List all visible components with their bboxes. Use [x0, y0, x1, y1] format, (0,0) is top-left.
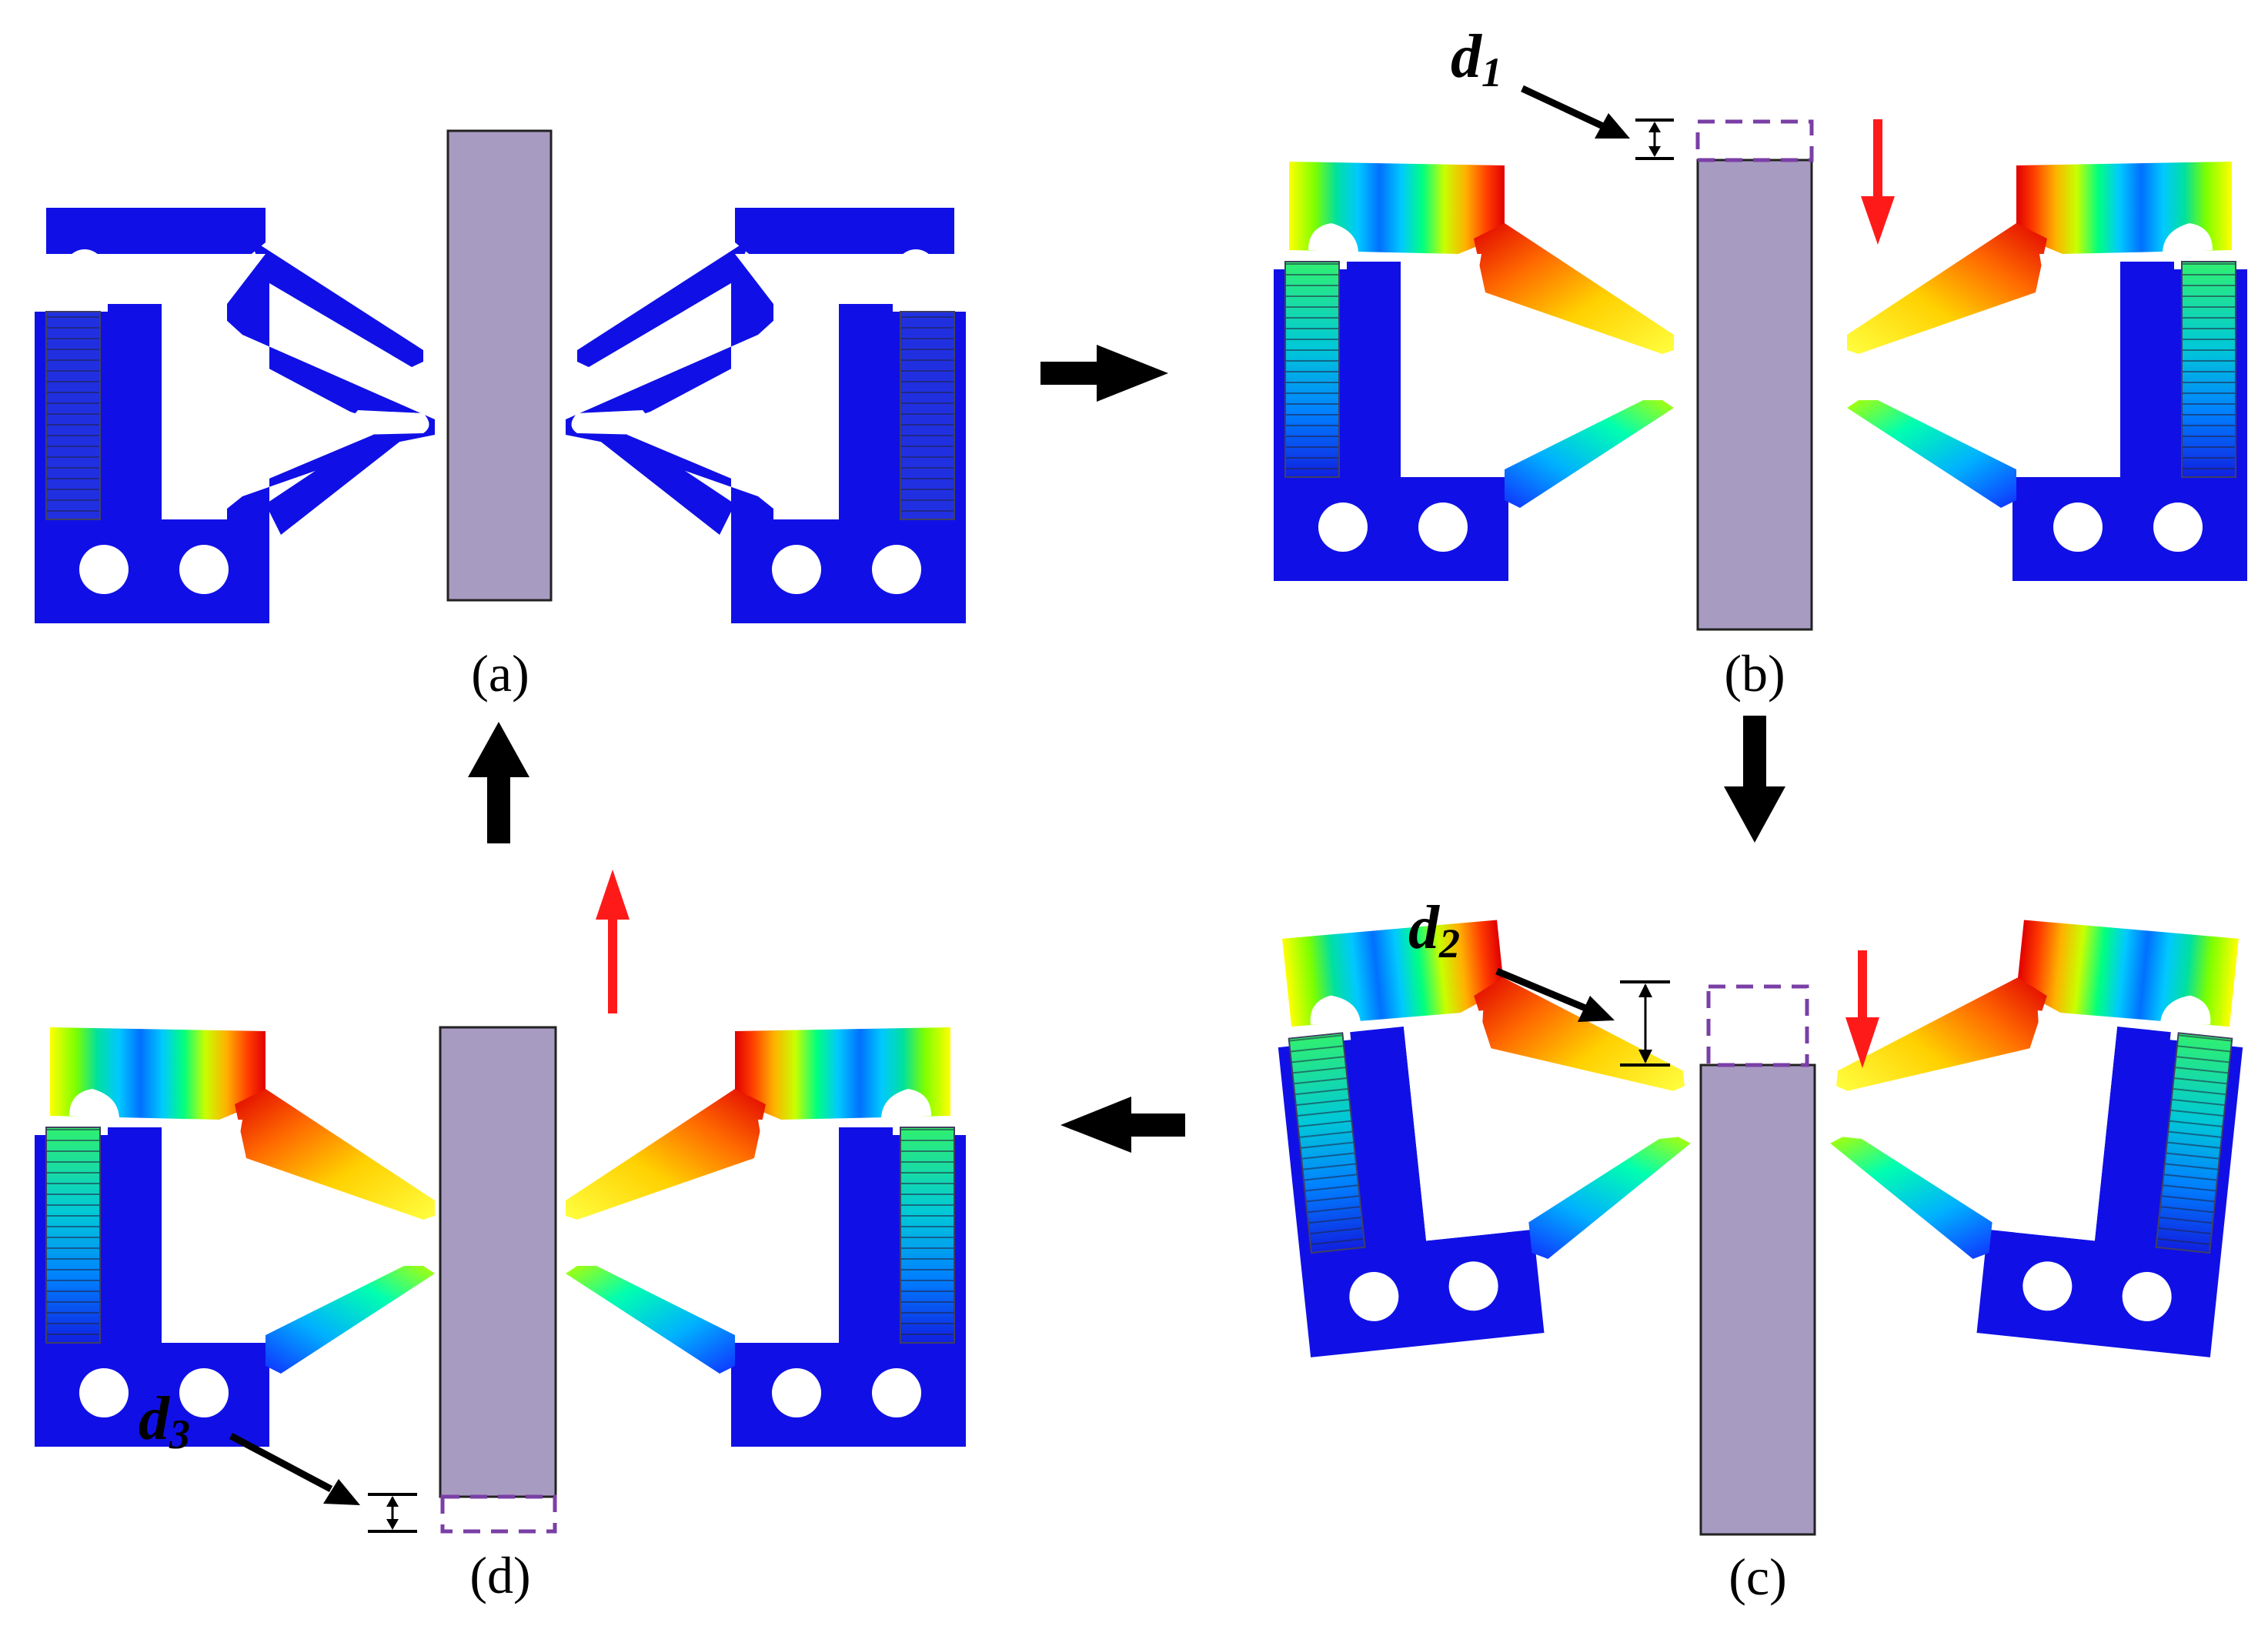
down-arrow-icon: [1845, 950, 1879, 1068]
panel-label-c: (c): [1729, 1548, 1786, 1606]
down-arrow-flow-icon: [1724, 716, 1785, 843]
d2-label: d2: [1408, 894, 1460, 967]
left-arrow-icon: [1061, 1097, 1185, 1153]
d2-dimension: [1495, 967, 1670, 1067]
d1-label: d1: [1451, 23, 1502, 95]
panel-label-a: (a): [471, 644, 529, 703]
d1-dimension: [1521, 85, 1674, 160]
up-arrow-icon: [596, 870, 630, 1013]
rod: [1696, 159, 1813, 631]
panel-label-b: (b): [1724, 644, 1785, 703]
rod: [1699, 1063, 1816, 1536]
rod: [439, 1026, 557, 1498]
down-arrow-icon: [1861, 119, 1895, 245]
panel-a: (a): [34, 129, 967, 703]
rod: [446, 129, 553, 602]
right-arrow-icon: [1040, 345, 1168, 402]
panel-d: d3 (d): [34, 870, 967, 1604]
rod-original-outline: [1695, 119, 1814, 162]
d3-dimension: [229, 1433, 417, 1533]
rod-original-outline: [1706, 984, 1809, 1067]
rod-original-outline: [440, 1494, 557, 1534]
panel-label-d: (d): [469, 1546, 530, 1604]
d3-label: d3: [139, 1385, 190, 1457]
panel-b: d1 (b): [1273, 23, 2248, 703]
panel-c: d2 (c): [1266, 894, 2255, 1606]
up-arrow-flow-icon: [468, 722, 529, 843]
